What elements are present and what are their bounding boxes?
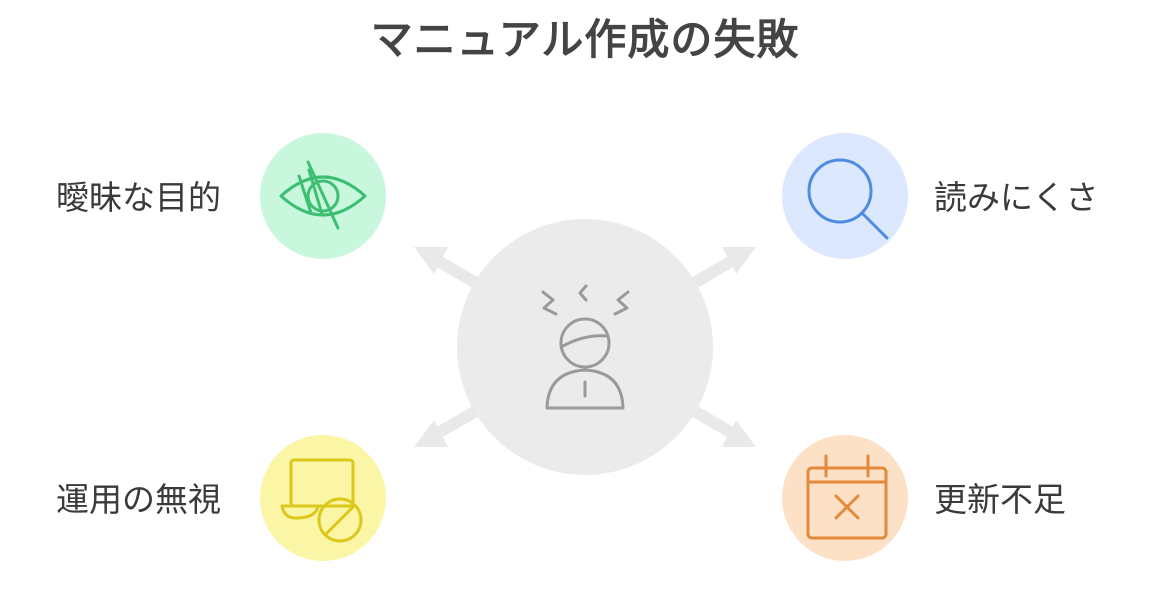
label-lack-updates: 更新不足 [934, 480, 1066, 519]
label-ignoring-ops: 運用の無視 [56, 480, 221, 519]
eye-slash-icon [279, 160, 367, 230]
node-circle-lack-updates [782, 435, 908, 561]
node-circle-ignoring-ops [260, 435, 386, 561]
laptop-blocked-icon [280, 458, 363, 543]
node-circle-hard-to-read [782, 133, 908, 259]
magnifier-icon [807, 158, 889, 240]
label-hard-to-read: 読みにくさ [934, 178, 1099, 217]
label-vague-purpose: 曖昧な目的 [56, 178, 221, 217]
frustrated-person-icon [541, 284, 630, 410]
page-title: マニュアル作成の失敗 [370, 15, 800, 64]
center-circle [457, 219, 713, 475]
calendar-x-icon [806, 454, 888, 540]
